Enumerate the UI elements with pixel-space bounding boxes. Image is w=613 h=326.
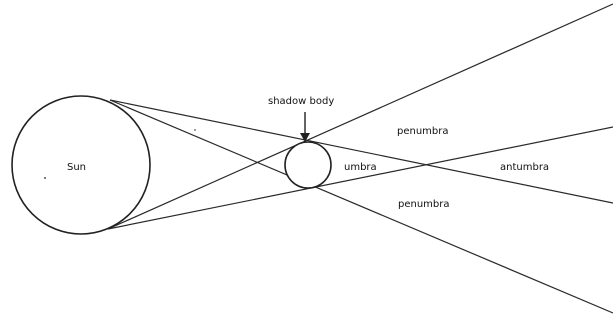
umbra-label: umbra [344,162,377,173]
penumbra-lower-label: penumbra [398,199,450,210]
ray-outer-bottom [108,127,613,229]
shadow-body-circle [285,142,331,188]
shadow-body-label: shadow body [268,96,334,107]
shadow-body-arrow [300,112,310,142]
sun-speck [44,177,46,179]
tangent-rays [108,4,613,313]
sun-label: Sun [67,162,86,173]
ray-inner-lower [110,100,613,313]
antumbra-label: antumbra [500,162,549,173]
penumbra-upper-label: penumbra [397,126,449,137]
ray-inner-upper [108,4,613,229]
scan-speck-1 [194,129,196,131]
